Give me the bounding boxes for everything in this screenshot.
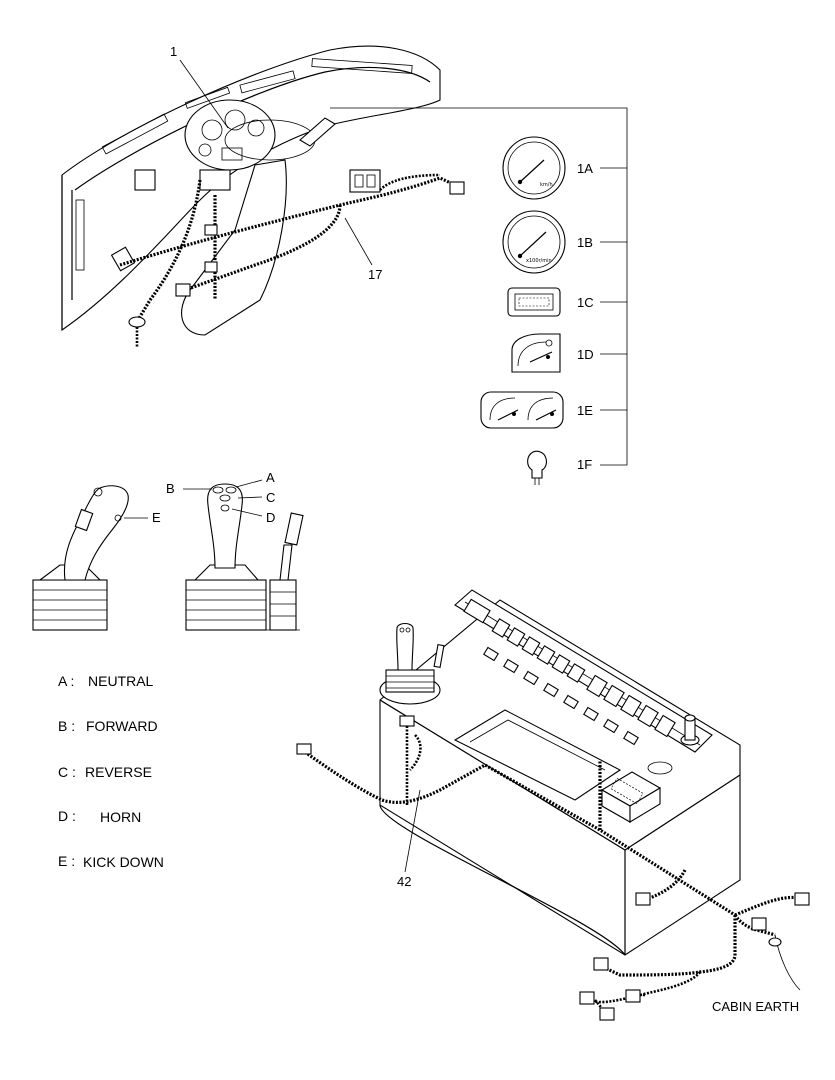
callout-item-42: 42: [397, 874, 411, 889]
legend-text: KICK DOWN: [83, 854, 164, 870]
fuel-gauge: [511, 333, 561, 373]
legend-key: C :: [58, 764, 76, 780]
joystick-front-view: [183, 479, 304, 631]
cabin-earth-label: CABIN EARTH: [712, 999, 799, 1014]
callout-lamp-1f: 1F: [577, 457, 592, 472]
tachometer-unit: x100r/min: [526, 258, 552, 264]
side-console: [296, 589, 810, 1021]
legend-text: REVERSE: [85, 764, 152, 780]
callout-item-1: 1: [170, 44, 177, 59]
speedometer-gauge: km/h: [502, 136, 566, 200]
legend-text: FORWARD: [86, 718, 158, 734]
lcd-display: [507, 287, 561, 317]
legend-key: A :: [58, 673, 74, 689]
switch-bank: [463, 598, 676, 746]
tachometer-gauge: x100r/min: [502, 210, 566, 274]
legend-key: B :: [58, 718, 75, 734]
legend-text: HORN: [100, 809, 141, 825]
callout-item-17: 17: [368, 267, 382, 282]
callout-lever-e: E: [152, 510, 161, 525]
speedometer-unit: km/h: [540, 182, 553, 188]
callout-display-1c: 1C: [577, 295, 594, 310]
callout-lever-c: C: [266, 490, 275, 505]
legend-key: D :: [58, 808, 76, 824]
callout-gauge-1e: 1E: [577, 403, 593, 418]
joystick-side-view: [32, 485, 148, 631]
callout-lever-b: B: [166, 481, 175, 496]
dual-temp-gauge: [480, 391, 564, 429]
callout-gauge-1d: 1D: [577, 347, 594, 362]
legend: A : NEUTRAL B : FORWARD C : REVERSE D : …: [58, 673, 164, 870]
dashboard-assembly: [61, 45, 628, 466]
callout-gauge-1b: 1B: [577, 235, 593, 250]
callout-gauge-1a: 1A: [577, 161, 593, 176]
callout-lever-a: A: [266, 470, 275, 485]
legend-key: E :: [58, 853, 75, 869]
callout-lever-d: D: [266, 510, 275, 525]
indicator-bulb: [527, 450, 547, 485]
legend-text: NEUTRAL: [88, 673, 154, 689]
